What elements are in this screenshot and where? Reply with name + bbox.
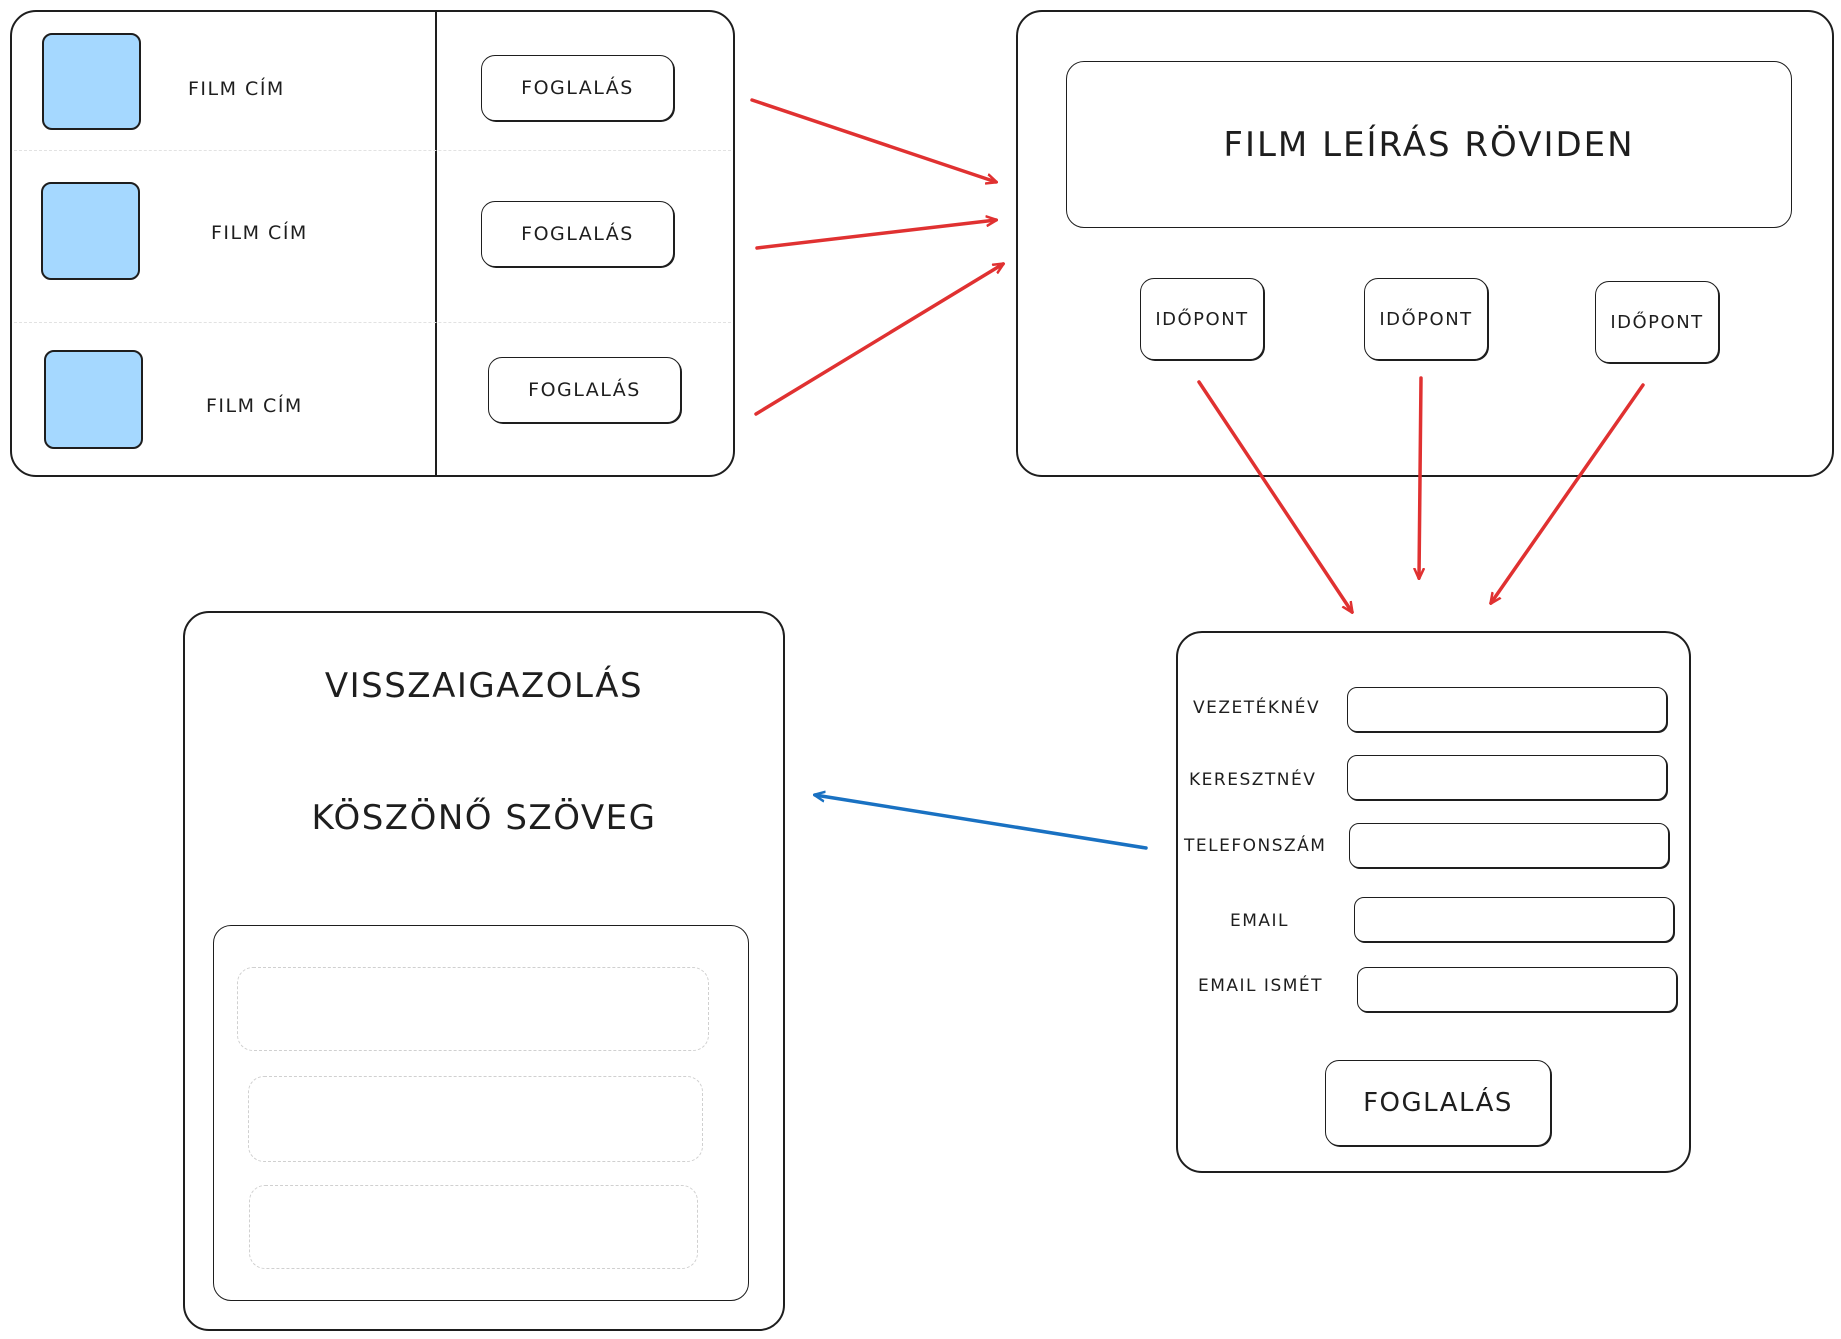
- movie-poster-thumbnail[interactable]: [44, 350, 143, 449]
- arrow-list-to-detail: [755, 220, 996, 250]
- movie-title: FILM CÍM: [206, 395, 303, 417]
- details-placeholder-block: [249, 1185, 698, 1269]
- movie-poster-thumbnail[interactable]: [41, 182, 140, 280]
- book-button[interactable]: FOGLALÁS: [481, 55, 674, 121]
- email-confirm-input[interactable]: [1357, 967, 1677, 1012]
- arrow-showtime-to-form: [1419, 376, 1421, 578]
- details-placeholder-block: [237, 967, 709, 1051]
- arrow-form-to-confirmation: [815, 795, 1148, 850]
- field-label-email-confirm: EMAIL ISMÉT: [1198, 976, 1324, 996]
- movie-description-text: FILM LEÍRÁS RÖVIDEN: [1223, 124, 1635, 165]
- field-label-last-name: VEZETÉKNÉV: [1193, 698, 1321, 718]
- field-label-phone: TELEFONSZÁM: [1184, 836, 1327, 856]
- confirmation-title: VISSZAIGAZOLÁS: [324, 666, 644, 706]
- movie-row-separator: [14, 150, 731, 151]
- thank-you-text: KÖSZÖNŐ SZÖVEG: [311, 798, 657, 838]
- arrow-showtime-to-form: [1491, 383, 1645, 603]
- movie-poster-thumbnail[interactable]: [42, 33, 141, 130]
- email-input[interactable]: [1354, 897, 1674, 942]
- showtime-button[interactable]: IDŐPONT: [1595, 281, 1719, 363]
- confirmation-details-panel: [213, 925, 749, 1301]
- last-name-input[interactable]: [1347, 687, 1667, 732]
- first-name-input[interactable]: [1347, 755, 1667, 800]
- arrow-showtime-to-form: [1197, 380, 1352, 612]
- showtime-button[interactable]: IDŐPONT: [1364, 278, 1488, 360]
- movie-description-panel: FILM LEÍRÁS RÖVIDEN: [1066, 61, 1792, 228]
- movie-list-column-divider: [435, 12, 437, 475]
- showtime-button[interactable]: IDŐPONT: [1140, 278, 1264, 360]
- field-label-email: EMAIL: [1230, 911, 1290, 931]
- details-placeholder-block: [248, 1076, 703, 1162]
- arrow-list-to-detail: [754, 264, 1003, 416]
- book-button[interactable]: FOGLALÁS: [488, 357, 681, 423]
- movie-title: FILM CÍM: [188, 78, 285, 100]
- arrow-list-to-detail: [750, 98, 996, 182]
- phone-input[interactable]: [1349, 823, 1669, 868]
- movie-title: FILM CÍM: [211, 222, 308, 244]
- book-button[interactable]: FOGLALÁS: [481, 201, 674, 267]
- field-label-first-name: KERESZTNÉV: [1189, 770, 1317, 790]
- submit-booking-button[interactable]: FOGLALÁS: [1325, 1060, 1551, 1146]
- movie-row-separator: [14, 322, 731, 323]
